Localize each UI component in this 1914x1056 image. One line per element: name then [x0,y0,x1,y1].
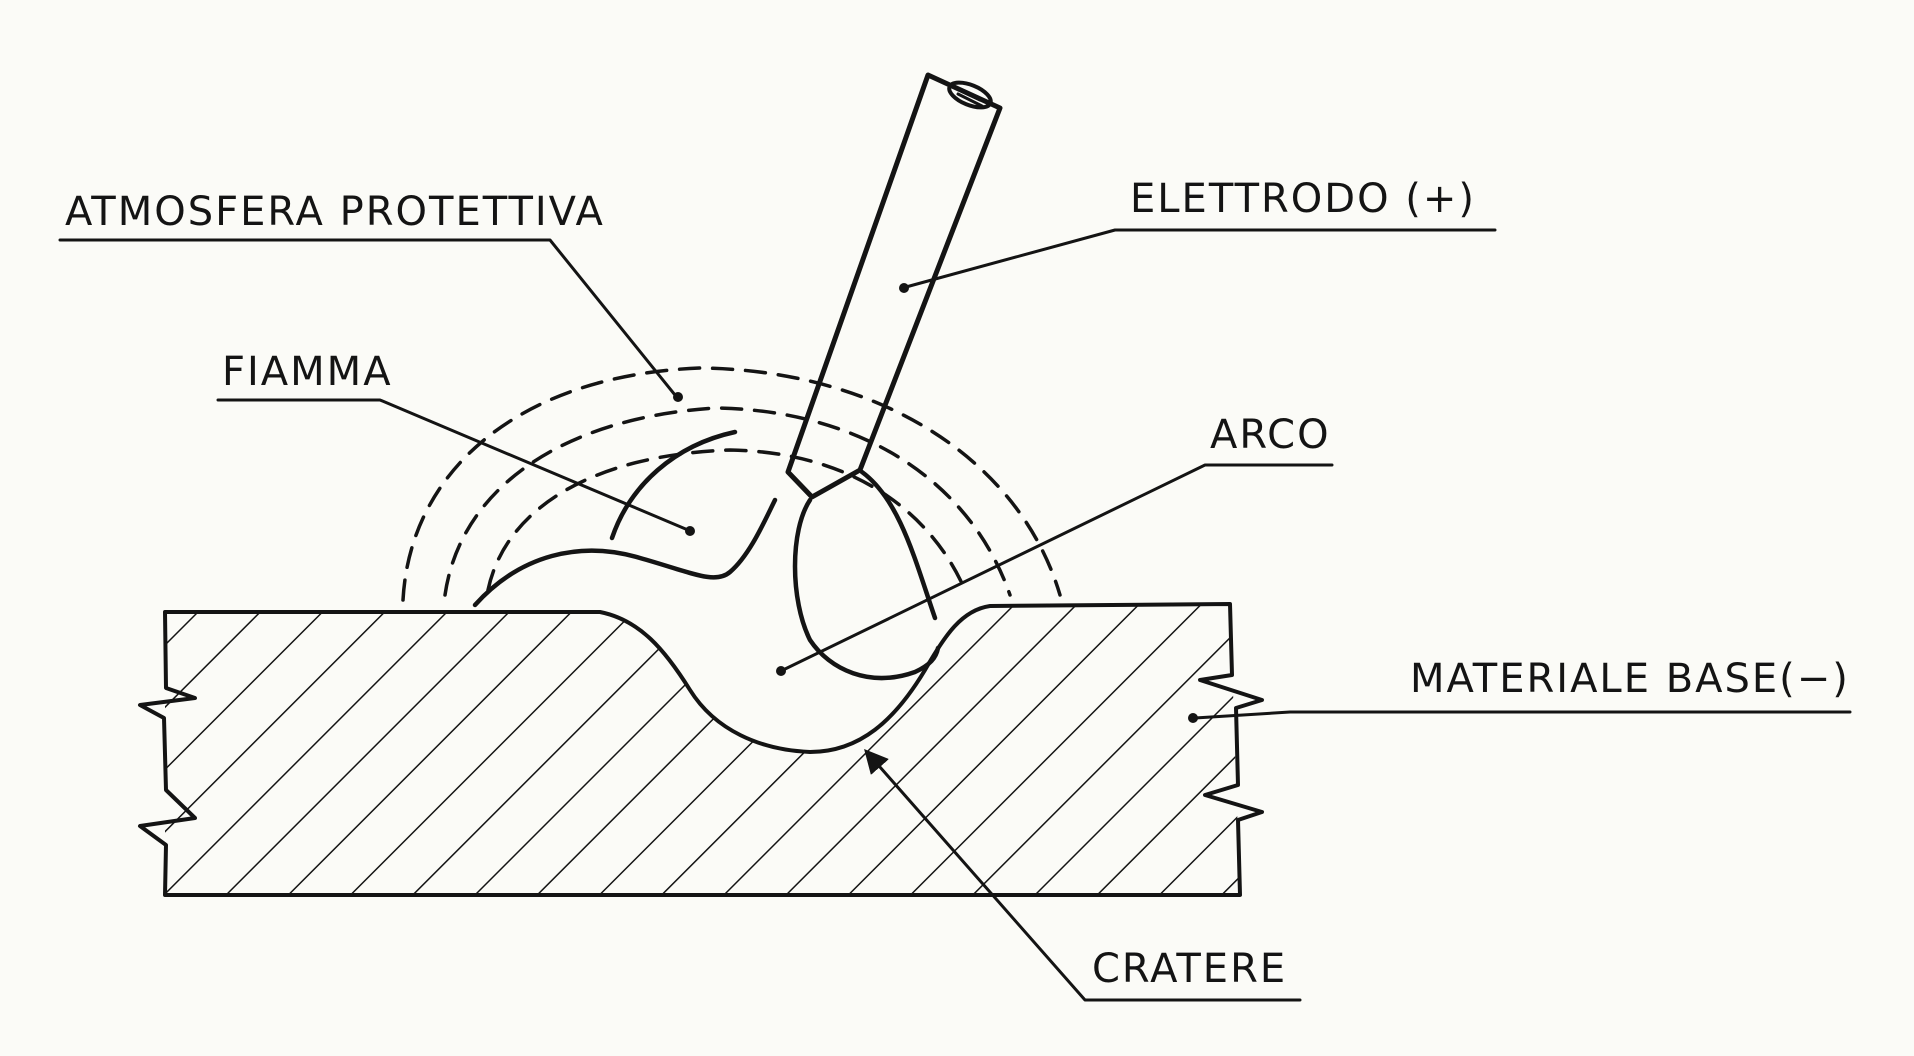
base-plate-outline [138,602,1264,897]
arc-inner-line [859,469,938,621]
label-flame: FIAMMA [222,349,393,395]
leader-flame-dot [685,526,695,536]
leader-atmosphere [58,238,677,397]
base-plate-hatching [165,604,1240,895]
electrode-cut-hatch [953,86,984,108]
flame-outline-left [609,429,738,541]
atmosphere-arc-inner [486,448,967,592]
leader-electrode [904,228,1497,289]
atmosphere-arc-middle [443,406,1012,597]
leader-arc [781,463,1334,672]
leader-atmosphere-dot [673,392,683,402]
label-electrode: ELETTRODO (+) [1130,176,1476,222]
electrode-cut-end [947,80,993,110]
leader-crater [864,748,1302,1002]
label-base-material: MATERIALE BASE(−) [1410,656,1850,702]
label-atmosphere: ATMOSFERA PROTETTIVA [65,189,605,235]
flame-outline [472,497,778,608]
electrode-body [785,72,1003,500]
label-arc: ARCO [1210,412,1331,458]
leader-base-material [1193,710,1852,720]
leader-flame [216,398,690,532]
arc-lobe [792,497,941,681]
leader-electrode-dot [899,283,909,293]
leader-base-material-dot [1188,713,1198,723]
atmosphere-arc-outer [401,366,1062,602]
label-crater: CRATERE [1092,946,1287,992]
leader-arc-dot [776,666,786,676]
